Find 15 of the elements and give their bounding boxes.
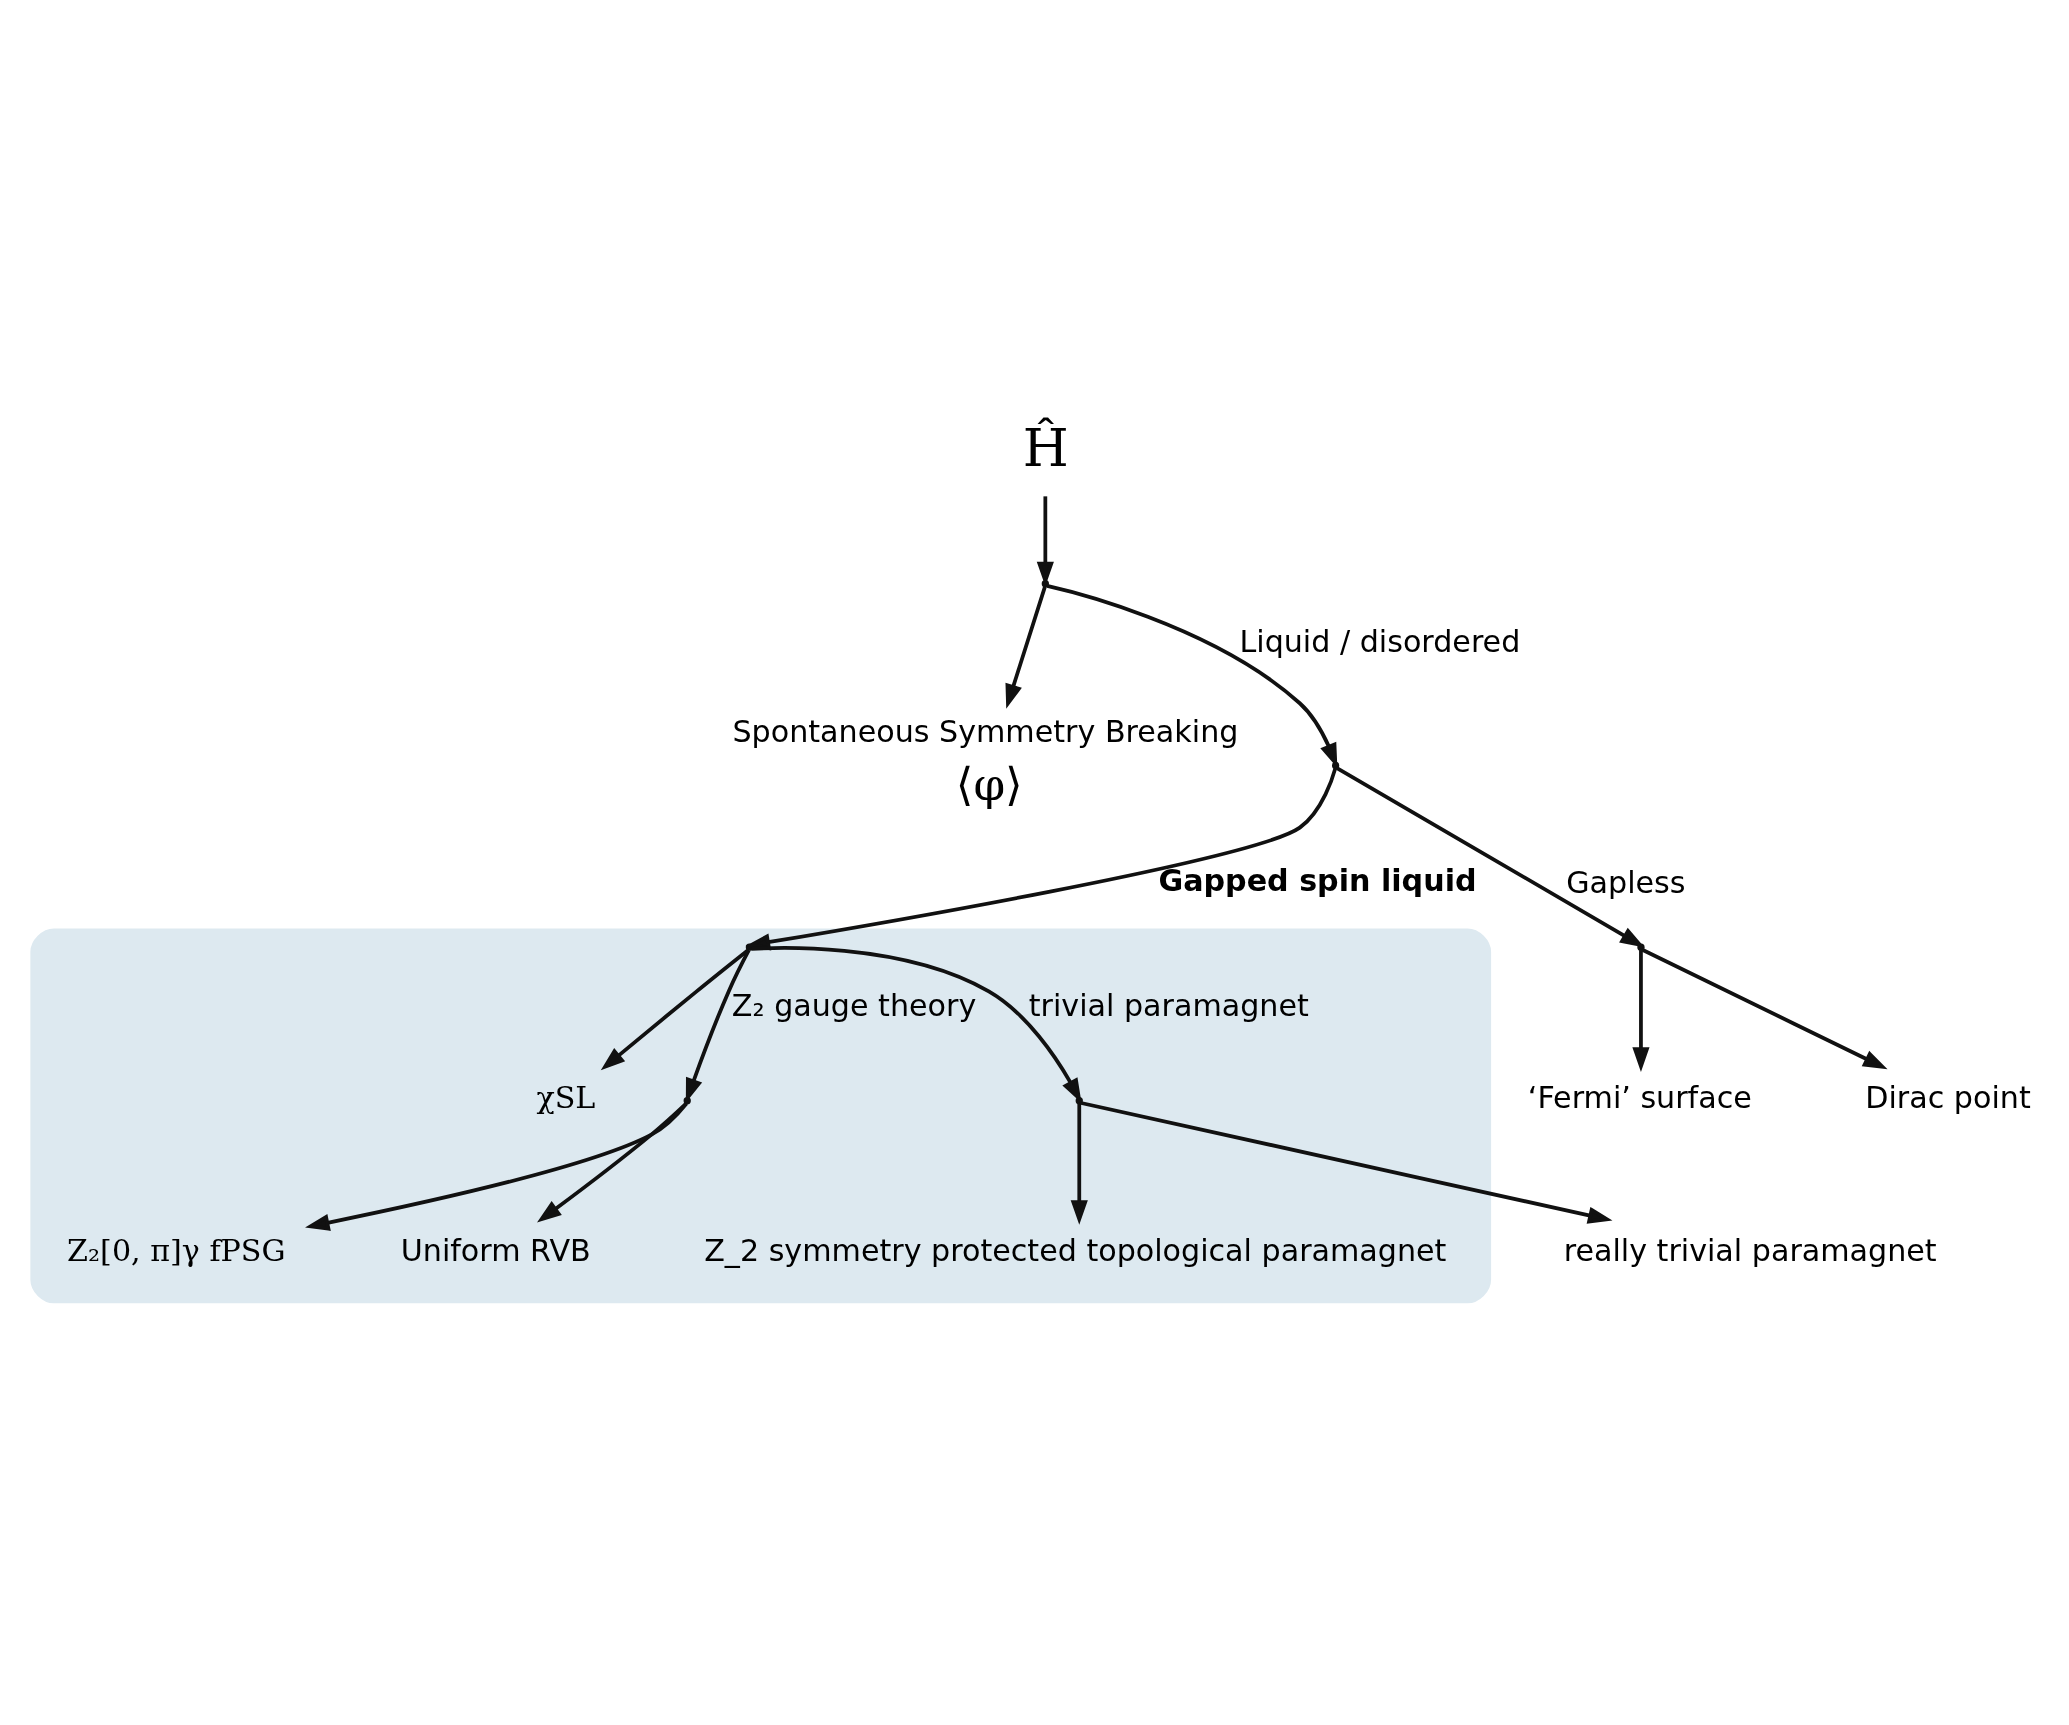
node-text: Ĥ (1022, 416, 1069, 478)
edge-label: trivial paramagnet (1028, 987, 1309, 1023)
node-text: Spontaneous Symmetry Breaking (732, 714, 1239, 750)
edge-label: Gapless (1566, 865, 1686, 901)
node-label: ⟨φ⟩ (955, 757, 1023, 811)
node-text: Z₂[0, π]γ fPSG (67, 1232, 286, 1268)
node-text: Z_2 symmetry protected topological paramagnet (704, 1232, 1447, 1268)
edge-label: Liquid / disordered (1239, 623, 1521, 659)
edge-label: Z₂ gauge theory (731, 987, 977, 1023)
node-text: χSL (536, 1079, 596, 1115)
node-text: Uniform RVB (400, 1232, 591, 1268)
node-text: really trivial paramagnet (1563, 1232, 1937, 1268)
node-text: ‘Fermi’ surface (1527, 1079, 1752, 1115)
node-text: Dirac point (1865, 1079, 2031, 1115)
edge-label: Gapped spin liquid (1158, 863, 1477, 899)
